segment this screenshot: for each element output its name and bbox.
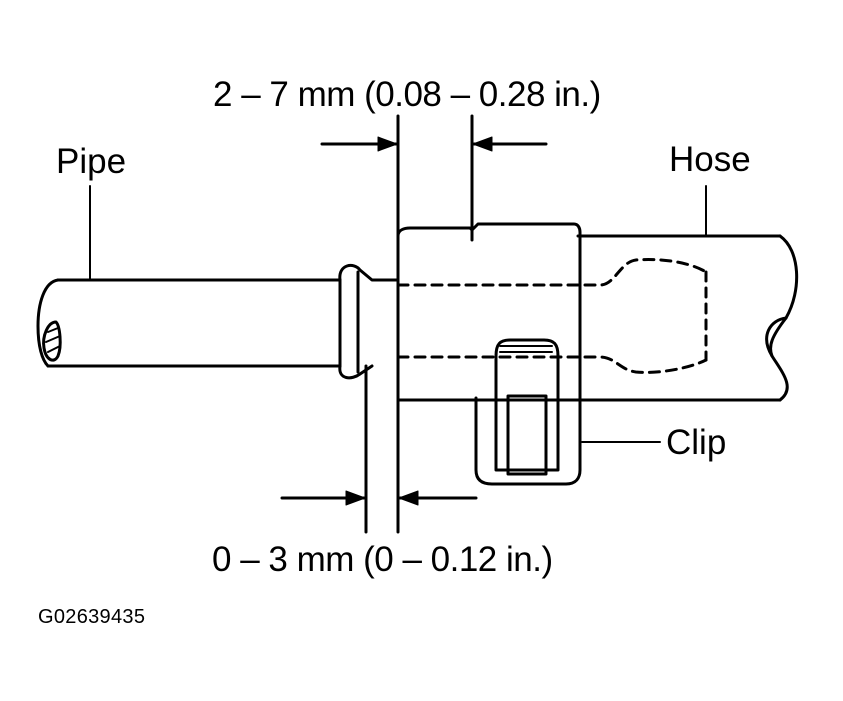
hose-inner-pipe-top (396, 258, 708, 287)
hose (396, 234, 799, 402)
hose-end-curl (765, 316, 788, 358)
clip-band-outer (396, 222, 582, 402)
pipe-bulge-bottom (338, 364, 374, 380)
clip-tang-outer (474, 396, 582, 486)
clip-tang-loop (494, 338, 560, 358)
top-arrow-right-head (472, 136, 493, 152)
pipe-end-hatch (45, 327, 61, 353)
clip-label: Clip (666, 423, 727, 462)
clip-tang-ridge (499, 345, 553, 353)
top-arrow-left-head (377, 136, 398, 152)
hose-inner-pipe-bottom (396, 355, 708, 374)
pipe-end-cut (36, 278, 60, 368)
pipe (36, 263, 400, 380)
bottom-arrow-right-head (398, 490, 419, 506)
top-dimension-lines (320, 114, 548, 238)
clip-tang-slot (506, 394, 548, 476)
pipe-label: Pipe (56, 142, 127, 181)
top-dimension-label: 2 – 7 mm (0.08 – 0.28 in.) (213, 75, 601, 114)
bottom-arrow-left-head (345, 490, 366, 506)
bottom-dimension-label: 0 – 3 mm (0 – 0.12 in.) (212, 540, 553, 579)
figure-id: G02639435 (38, 606, 146, 628)
clip (396, 222, 582, 486)
hose-label: Hose (669, 140, 751, 179)
clip-tang-inner (494, 354, 560, 472)
bottom-dimension-lines (280, 364, 478, 534)
hose-end-cut (769, 234, 799, 402)
pipe-bulge (338, 263, 400, 282)
